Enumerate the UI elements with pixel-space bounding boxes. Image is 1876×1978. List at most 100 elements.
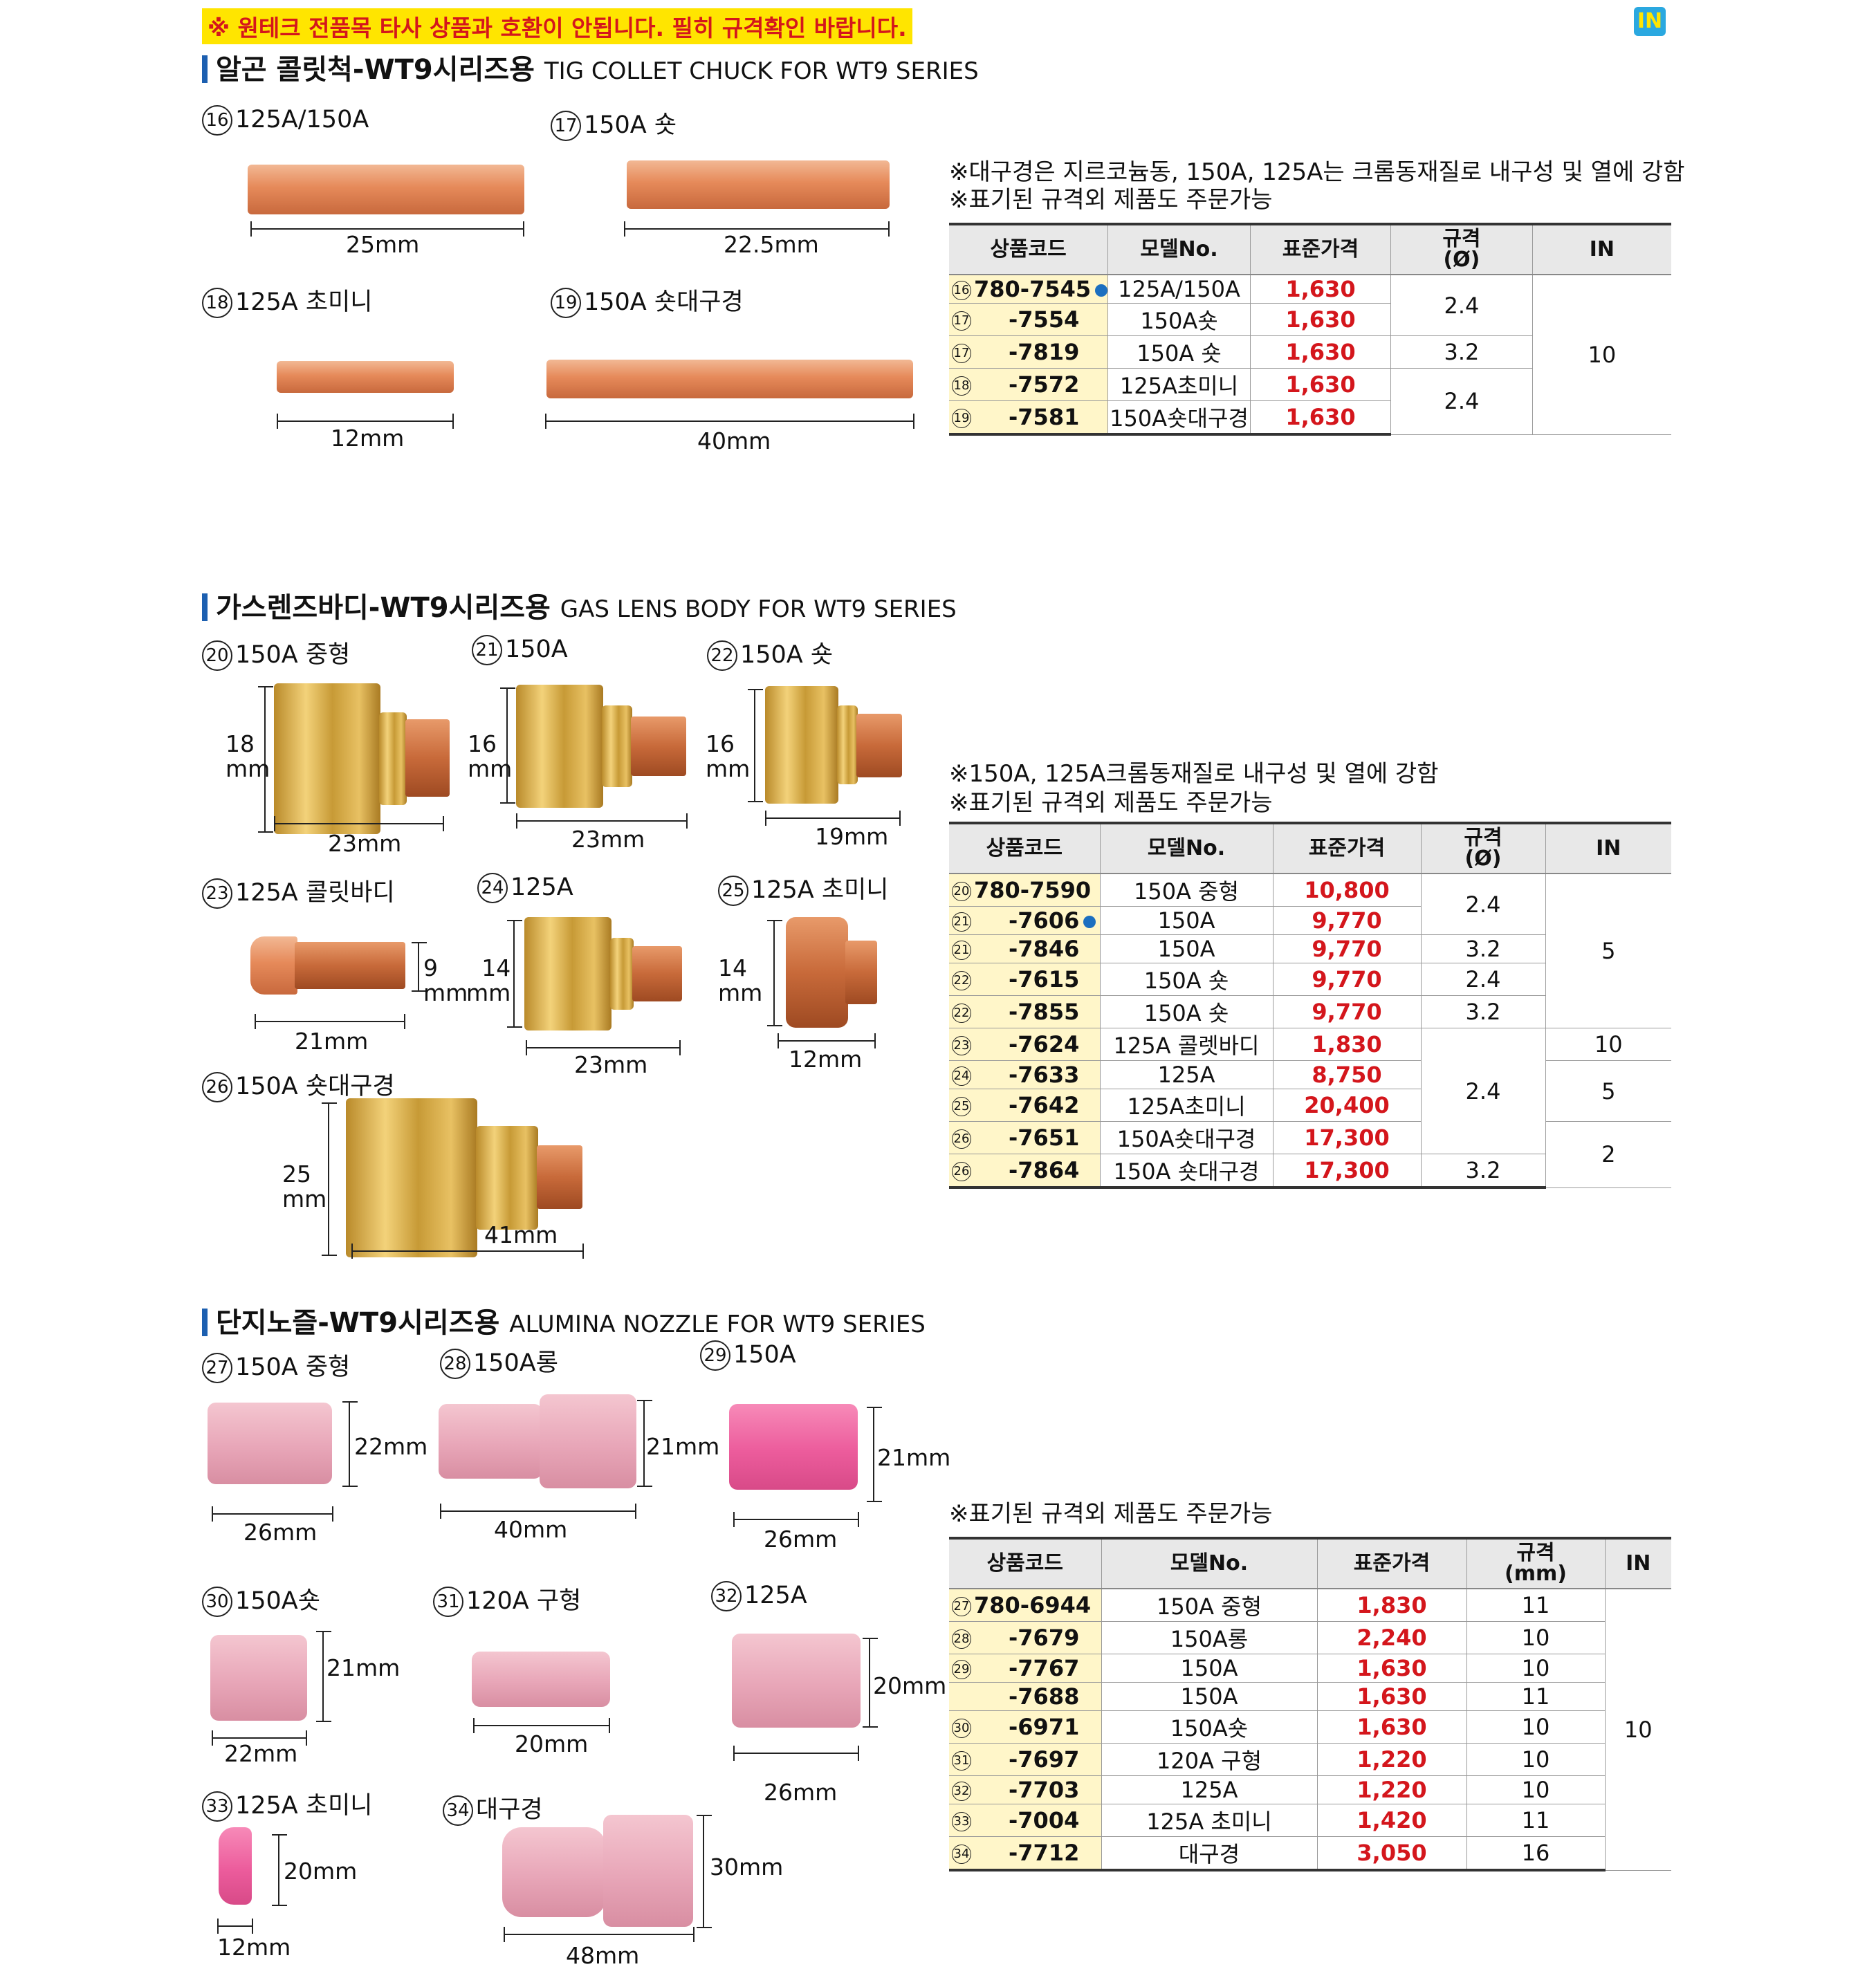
dimension-line bbox=[624, 221, 890, 237]
gaslens-image-23-thread bbox=[295, 942, 405, 989]
dimension-line bbox=[212, 1506, 333, 1522]
note-2-a: ※150A, 125A크롬동재질로 내구성 및 열에 강함 bbox=[949, 760, 1439, 788]
dimension-line bbox=[748, 689, 763, 802]
dimension-line bbox=[765, 811, 901, 826]
gaslens-image-20 bbox=[274, 683, 380, 834]
dim-27: 26mm bbox=[243, 1519, 318, 1546]
vdim-20: 18 mm bbox=[226, 730, 270, 782]
gaslens-image-26-thread bbox=[537, 1145, 582, 1209]
dimension-line bbox=[697, 1815, 712, 1928]
note-1-a: ※대구경은 지르코늄동, 150A, 125A는 크롬동재질로 내구성 및 열에… bbox=[949, 158, 1685, 186]
dim-33: 12mm bbox=[217, 1934, 291, 1961]
vdim-25: 14 mm bbox=[718, 954, 763, 1006]
th-model: 모델No. bbox=[1099, 822, 1273, 874]
dimension-line bbox=[217, 1919, 253, 1934]
th-price: 표준가격 bbox=[1316, 1537, 1466, 1589]
th-model: 모델No. bbox=[1101, 1537, 1317, 1589]
dimension-line bbox=[322, 1102, 337, 1256]
dimension-line bbox=[274, 816, 444, 831]
vdim-29: 21mm bbox=[877, 1444, 951, 1471]
dimension-line bbox=[277, 414, 454, 429]
vdim-27: 22mm bbox=[354, 1433, 428, 1460]
vdim-32: 20mm bbox=[873, 1672, 947, 1699]
nozzle-image-28 bbox=[439, 1404, 542, 1479]
dim-17: 22.5mm bbox=[724, 231, 819, 258]
collet-image-19 bbox=[546, 360, 913, 398]
th-price: 표준가격 bbox=[1272, 822, 1421, 874]
vdim-33: 20mm bbox=[284, 1858, 358, 1885]
dimension-line bbox=[255, 1014, 405, 1029]
compatibility-notice: ※ 원테크 전품목 타사 상품과 호환이 안됩니다. 필히 규격확인 바랍니다. bbox=[202, 8, 912, 44]
dim-25: 12mm bbox=[789, 1046, 863, 1073]
nozzle-image-34-head bbox=[603, 1815, 693, 1927]
vdim-28: 21mm bbox=[646, 1433, 720, 1460]
dimension-line bbox=[545, 414, 914, 429]
gaslens-image-24 bbox=[524, 917, 611, 1030]
dim-21: 23mm bbox=[571, 826, 645, 853]
nozzle-image-29 bbox=[729, 1404, 858, 1490]
vdim-26: 25 mm bbox=[282, 1161, 327, 1212]
vdim-34: 30mm bbox=[710, 1854, 784, 1880]
dimension-line bbox=[342, 1401, 358, 1487]
nozzle-image-32 bbox=[732, 1634, 861, 1728]
dimension-line bbox=[767, 920, 782, 1026]
section-bar bbox=[202, 1309, 208, 1336]
nozzle-image-28-head bbox=[540, 1394, 636, 1488]
dimension-line bbox=[863, 1638, 878, 1728]
section-bar bbox=[202, 55, 208, 83]
gaslens-image-25-thread bbox=[845, 941, 877, 1004]
vdim-30: 21mm bbox=[327, 1654, 401, 1681]
dim-34: 48mm bbox=[566, 1942, 640, 1969]
dim-23: 21mm bbox=[295, 1028, 369, 1055]
th-code: 상품코드 bbox=[949, 822, 1100, 874]
th-spec: 규격 (Ø) bbox=[1420, 822, 1545, 874]
dim-22: 19mm bbox=[815, 823, 889, 850]
vdim-21: 16 mm bbox=[468, 730, 513, 782]
collet-image-16 bbox=[248, 165, 524, 214]
dim-32: 26mm bbox=[764, 1779, 838, 1806]
gaslens-image-22-neck bbox=[837, 705, 858, 784]
dim-24: 23mm bbox=[574, 1051, 648, 1078]
gaslens-image-24-neck bbox=[610, 938, 634, 1010]
th-in: IN bbox=[1545, 822, 1671, 874]
dimension-line bbox=[504, 1927, 695, 1942]
gaslens-image-26-neck bbox=[476, 1126, 538, 1230]
th-spec: 규격 (mm) bbox=[1466, 1537, 1605, 1589]
gaslens-image-20-neck bbox=[379, 712, 407, 805]
nozzle-image-30 bbox=[210, 1635, 307, 1721]
vdim-24: 14 mm bbox=[466, 954, 511, 1006]
gaslens-image-21 bbox=[516, 685, 603, 808]
gaslens-image-21-neck bbox=[602, 705, 632, 787]
nozzle-image-31 bbox=[472, 1652, 610, 1707]
dimension-line bbox=[637, 1400, 652, 1487]
dim-18: 12mm bbox=[331, 425, 405, 452]
dimension-line bbox=[733, 1512, 859, 1527]
section-title-gas-lens: 가스렌즈바디-WT9시리즈용 GAS LENS BODY FOR WT9 SER… bbox=[202, 585, 957, 625]
dim-31: 20mm bbox=[515, 1730, 589, 1757]
